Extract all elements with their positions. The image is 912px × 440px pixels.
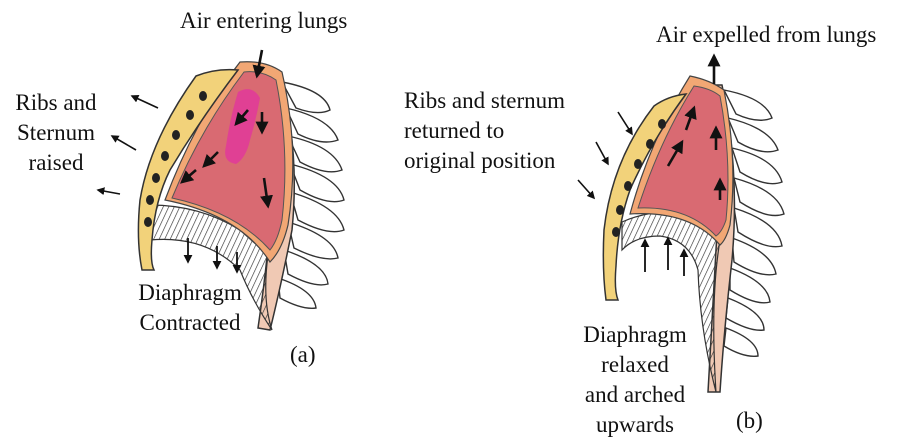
- figure-a-panel-label: (a): [290, 340, 316, 370]
- figure-b-ribs-line-1: Ribs and sternum: [404, 86, 565, 116]
- figure-b-ribs-label: Ribs and sternum returned to original po…: [404, 86, 565, 176]
- figure-a-diaphragm-line-2: Contracted: [110, 308, 270, 338]
- figure-b-ribs-line-3: original position: [404, 146, 565, 176]
- figure-a-ribs-label: Ribs and Sternum raised: [8, 88, 104, 178]
- figure-a-ribs-line-2: Sternum: [8, 118, 104, 148]
- figure-b-air-label: Air expelled from lungs: [656, 20, 876, 50]
- figure-a-ribs-line-3: raised: [8, 148, 104, 178]
- figure-a-ribs-line-1: Ribs and: [8, 88, 104, 118]
- figure-b-ribs-line-2: returned to: [404, 116, 565, 146]
- figure-b-diaphragm-line-1: Diaphragm: [560, 320, 710, 350]
- figure-a-diaphragm-label: Diaphragm Contracted: [110, 278, 270, 338]
- figure-b-diaphragm-line-3: and arched: [560, 380, 710, 410]
- figure-b-diaphragm-line-2: relaxed: [560, 350, 710, 380]
- figure-a-diaphragm-line-1: Diaphragm: [110, 278, 270, 308]
- figure-b-diaphragm-line-4: upwards: [560, 410, 710, 440]
- figure-b-diaphragm-label: Diaphragm relaxed and arched upwards: [560, 320, 710, 440]
- figure-a-air-label: Air entering lungs: [180, 6, 347, 36]
- figure-b-panel-label: (b): [736, 406, 763, 436]
- figure-b-diaphragm-arrows: [645, 238, 684, 276]
